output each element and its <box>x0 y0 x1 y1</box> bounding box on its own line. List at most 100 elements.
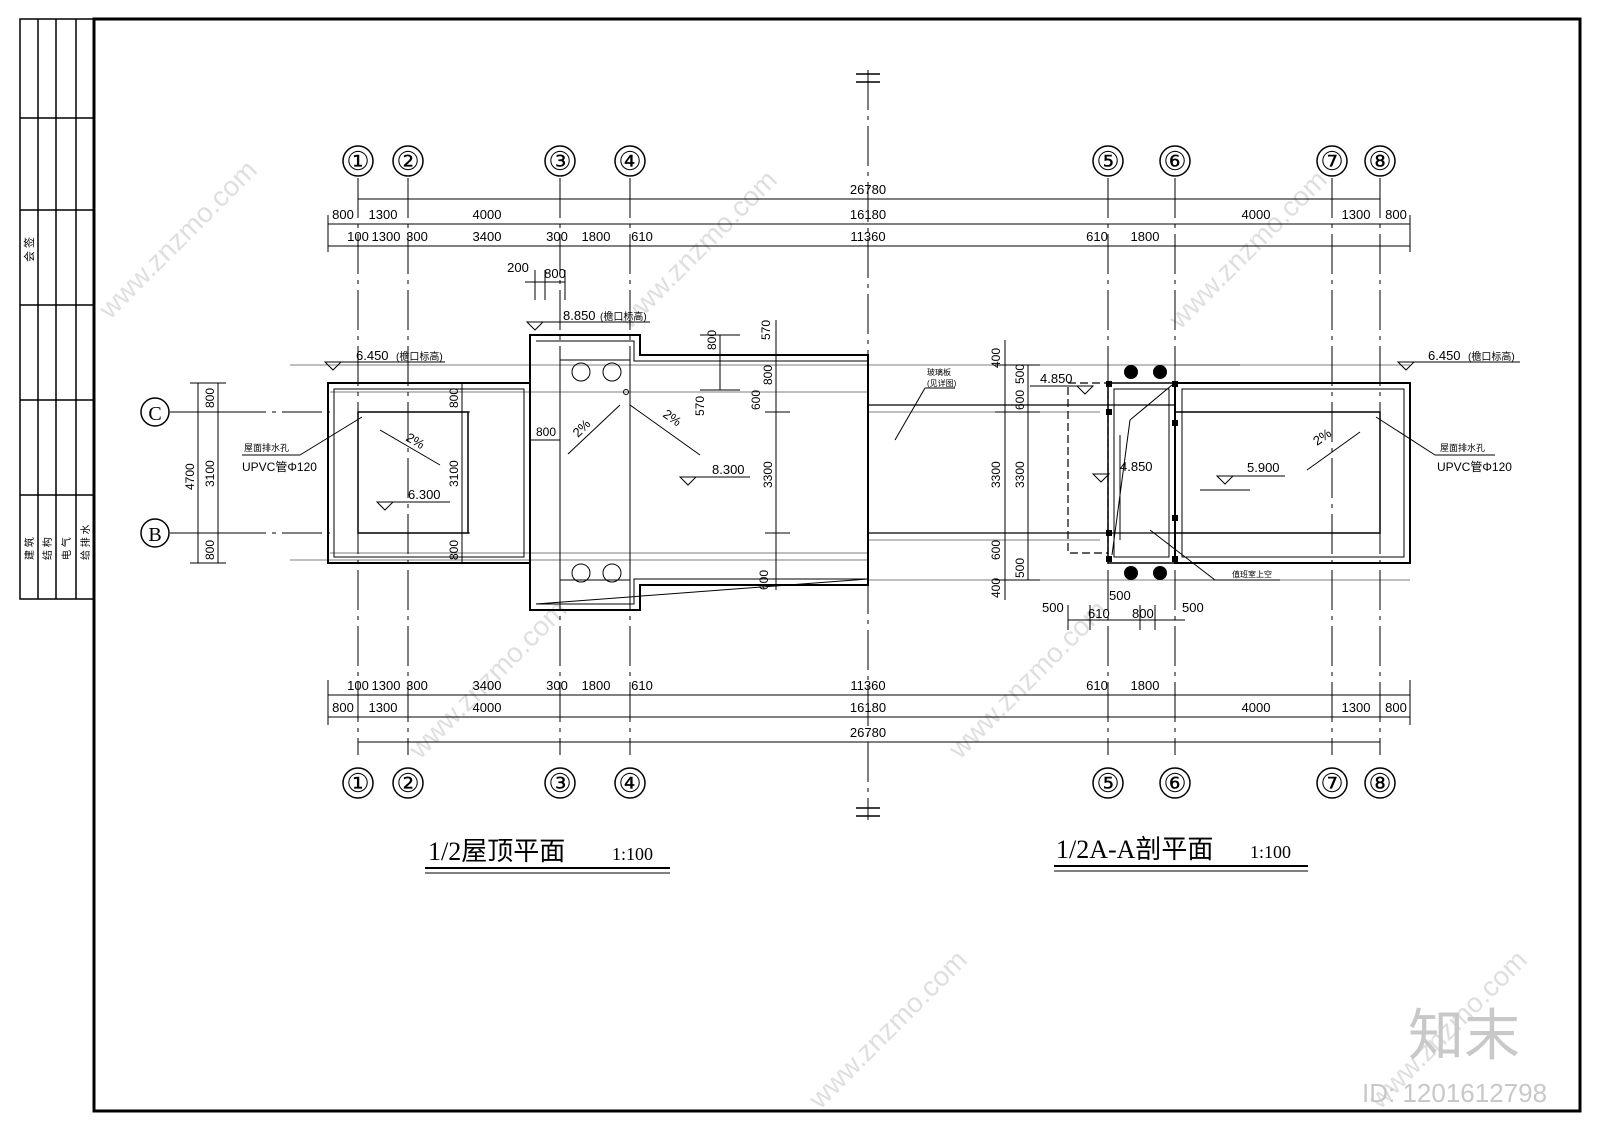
elev-right-roof: 5.900 <box>1247 460 1280 475</box>
title-left-scale: 1:100 <box>612 844 653 864</box>
slope-arrows-left <box>379 404 701 466</box>
dim-row2-2: 1300 <box>369 207 398 222</box>
elev-core-eave: 8.850 <box>563 308 596 323</box>
axis-label-bottom-4: ④ <box>618 769 641 798</box>
dim-right-500b: 500 <box>1013 558 1027 578</box>
dim-small-200: 200 <box>507 260 529 275</box>
watermark-text-6: www.znzmo.com <box>802 944 973 1115</box>
watermark: www.znzmo.com www.znzmo.com www.znzmo.co… <box>92 154 1533 1115</box>
elev-marker-right-roof <box>1215 475 1235 485</box>
sheet-border <box>92 17 1582 1113</box>
axis-label-side-b: B <box>148 524 161 546</box>
dim-left-800a: 800 <box>203 388 217 408</box>
dim-core-h-800: 800 <box>536 425 556 439</box>
axis-label-top-1: ① <box>346 147 369 176</box>
dim-core-570b: 570 <box>693 396 707 416</box>
dim-small-800: 800 <box>544 266 566 281</box>
dim-right-600b: 600 <box>989 540 1003 560</box>
title-right-scale: 1:100 <box>1250 842 1291 862</box>
axis-label-top-4: ④ <box>618 147 641 176</box>
dim-row3-6: 1800 <box>582 229 611 244</box>
dim-right-600a: 600 <box>1013 390 1027 410</box>
dim-row3-7: 610 <box>631 229 653 244</box>
break-marks <box>856 73 880 817</box>
dim-b-row2-1: 800 <box>332 700 354 715</box>
axis-bubbles-bottom <box>342 767 1396 799</box>
elev-right-eave: 6.450 <box>1428 348 1461 363</box>
elev-right-2: 4.850 <box>1120 459 1153 474</box>
dim-lines-left-side <box>190 382 470 564</box>
axis-label-bottom-3: ③ <box>548 769 571 798</box>
elev-marker-core-eave <box>525 321 545 331</box>
dim-right-3300a: 3300 <box>989 461 1003 488</box>
dim-core-3300: 3300 <box>761 461 775 488</box>
axis-label-top-6: ⑥ <box>1163 147 1186 176</box>
dim-row2-5: 4000 <box>1242 207 1271 222</box>
dim-left-inner-3100: 3100 <box>447 460 461 487</box>
dim-b-row3-right-2: 1800 <box>1131 678 1160 693</box>
dim-right-h-610: 610 <box>1088 606 1110 621</box>
watermark-logo: 知末 <box>1408 1004 1520 1067</box>
dim-b-row3-2: 1300 <box>372 678 401 693</box>
dim-b-row2-5: 4000 <box>1242 700 1271 715</box>
watermark-text-2: www.znzmo.com <box>612 164 783 335</box>
axis-label-top-7: ⑦ <box>1320 147 1343 176</box>
note-mid-1: 玻璃板 <box>927 367 951 377</box>
axis-label-bottom-6: ⑥ <box>1163 769 1186 798</box>
slope-2: 2% <box>570 416 594 440</box>
drain-note-right-1: 屋面排水孔 <box>1440 442 1485 453</box>
dim-overall-top: 26780 <box>850 182 886 197</box>
titleblock-cell-4: 给 排 水 <box>79 524 92 560</box>
dim-b-row2-4: 16180 <box>850 700 886 715</box>
dim-row2-7: 800 <box>1385 207 1407 222</box>
dim-right-h-500b: 500 <box>1182 600 1204 615</box>
dim-row3-2: 1300 <box>372 229 401 244</box>
right-columns <box>1106 365 1178 580</box>
dim-b-row3-mid: 11360 <box>850 678 885 693</box>
left-gridlines-faint <box>290 364 868 561</box>
elev-left-roof: 6.300 <box>408 487 441 502</box>
slope-4: 2% <box>1310 425 1334 448</box>
watermark-text-1: www.znzmo.com <box>92 154 263 325</box>
dim-b-row2-2: 1300 <box>369 700 398 715</box>
watermark-text-3: www.znzmo.com <box>1162 164 1333 335</box>
dim-right-500-mid: 500 <box>1109 588 1131 603</box>
right-plan-outline <box>868 364 1411 581</box>
elev-right-eave-note: (檐口标高) <box>1468 350 1515 363</box>
axis-label-bottom-2: ② <box>396 769 419 798</box>
dim-row3-5: 300 <box>546 229 568 244</box>
dim-lines-core <box>530 320 790 590</box>
title-left: 1/2屋顶平面 <box>428 837 565 866</box>
dim-row3-right-2: 1800 <box>1131 229 1160 244</box>
left-roof-outline <box>327 334 869 611</box>
elev-core-eave-note: (檐口标高) <box>600 310 647 323</box>
elev-left-eave: 6.450 <box>356 348 389 363</box>
note-mid-2: (见详图) <box>927 378 957 388</box>
elev-right-1: 4.850 <box>1040 371 1073 386</box>
dim-core-800a: 800 <box>705 330 719 350</box>
axis-label-top-8: ⑧ <box>1368 147 1391 176</box>
dim-core-600a: 600 <box>749 390 763 410</box>
drain-note-right-2: UPVC管Φ120 <box>1437 459 1512 474</box>
elev-marker-right-eave <box>1396 361 1416 371</box>
dim-row2-3: 4000 <box>473 207 502 222</box>
dim-right-h-800: 800 <box>1132 606 1154 621</box>
axis-label-bottom-7: ⑦ <box>1320 769 1343 798</box>
axis-bubbles-side <box>140 397 170 548</box>
elev-core-roof: 8.300 <box>712 462 745 477</box>
dim-right-3300b: 3300 <box>1013 461 1027 488</box>
drain-leader-left <box>299 416 363 456</box>
right-stair-lines <box>1111 384 1361 556</box>
dim-left-inner-800b: 800 <box>447 540 461 560</box>
axis-label-top-3: ③ <box>548 147 571 176</box>
dim-row2-1: 800 <box>332 207 354 222</box>
dim-b-row2-7: 800 <box>1385 700 1407 715</box>
dim-right-500a: 500 <box>1013 364 1027 384</box>
dim-row3-3: 300 <box>406 229 428 244</box>
dim-row3-4: 3400 <box>473 229 502 244</box>
dim-left-4700: 4700 <box>183 463 197 490</box>
dim-row3-mid: 11360 <box>850 229 885 244</box>
dim-right-400b: 400 <box>989 578 1003 598</box>
dim-lines-bottom <box>327 680 1411 743</box>
elev-marker-left-roof <box>375 501 395 511</box>
